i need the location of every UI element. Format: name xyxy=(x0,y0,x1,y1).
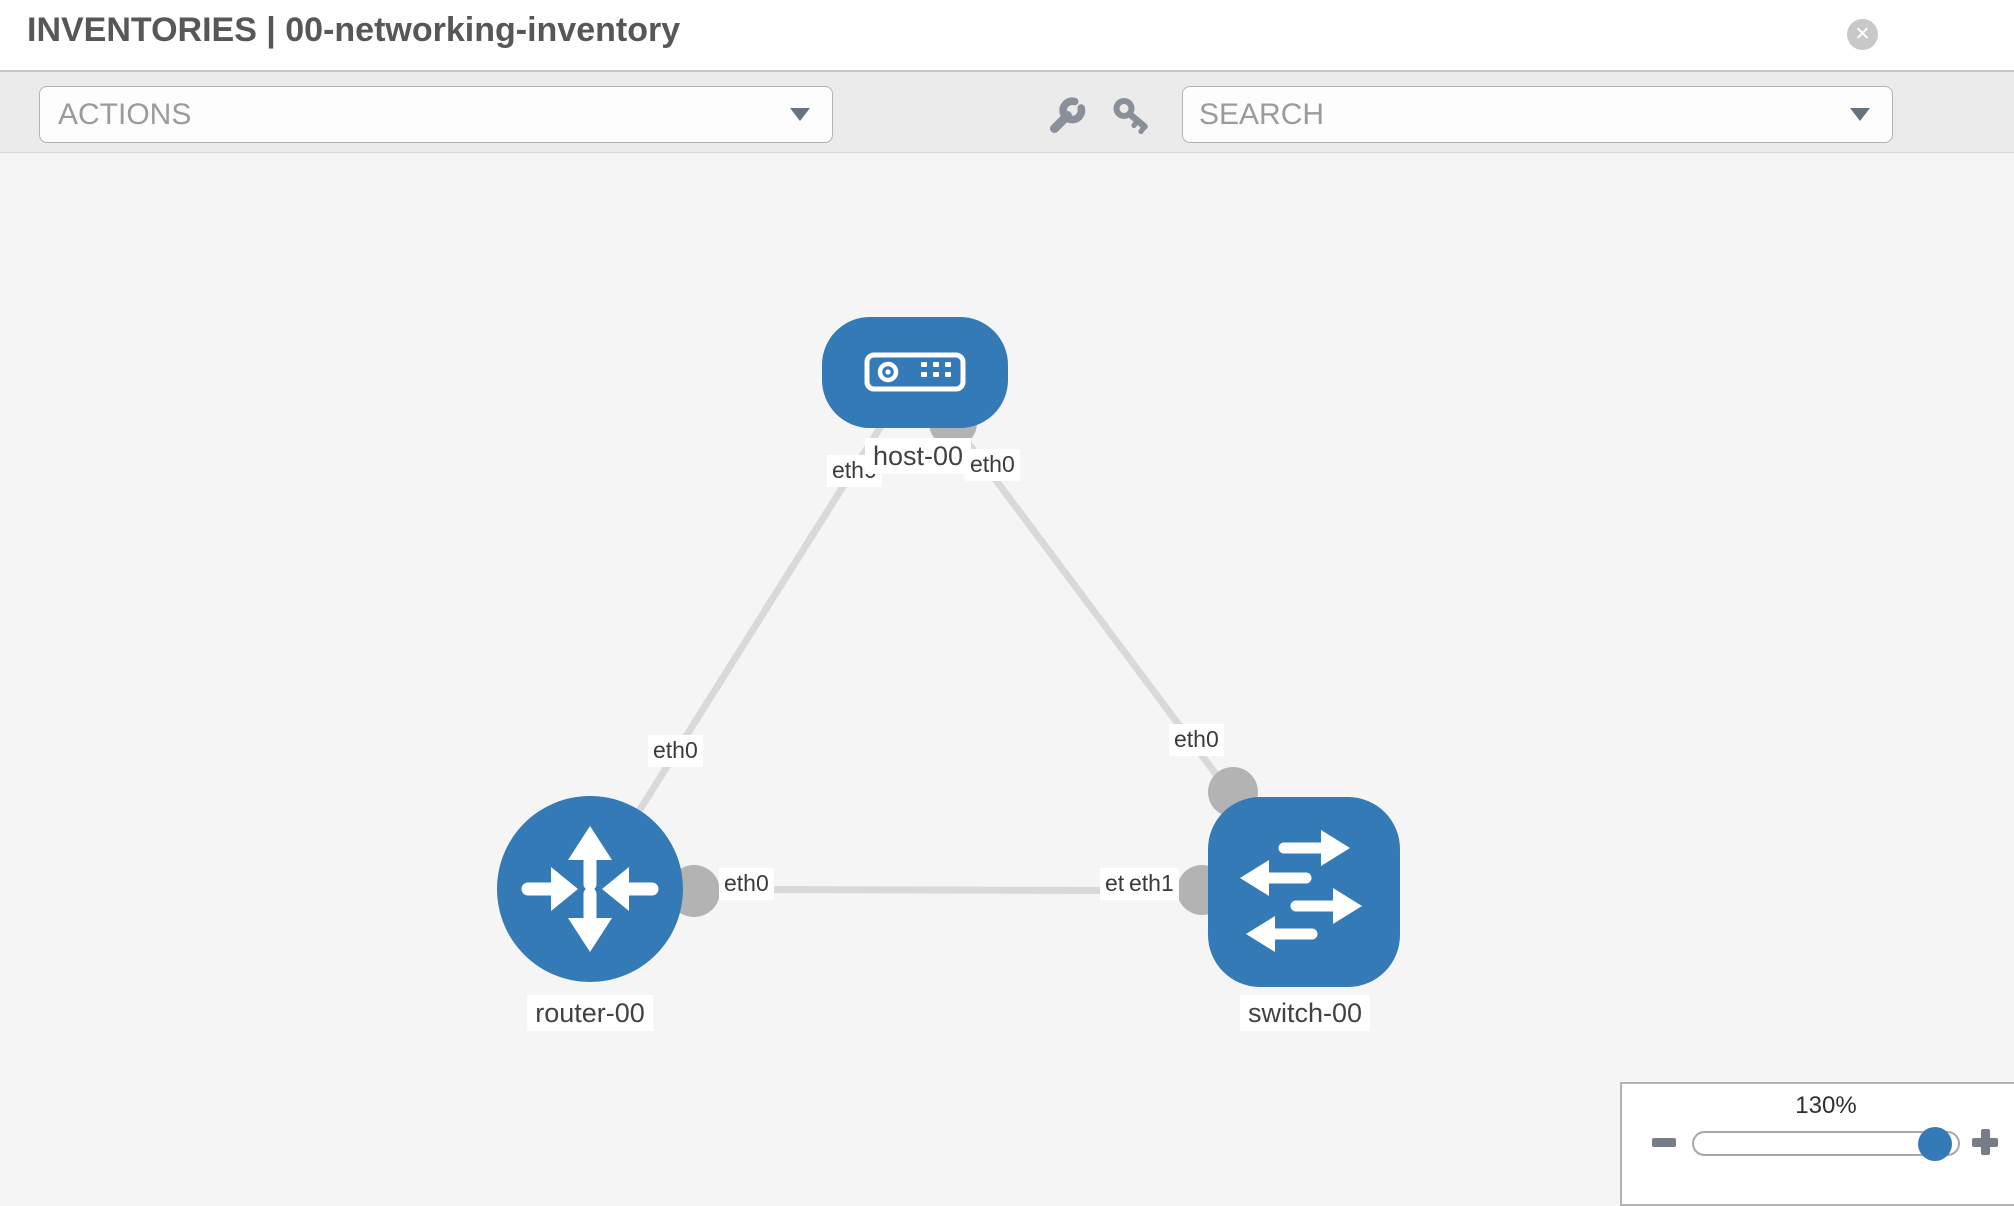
interface-label: eth0 xyxy=(648,735,703,767)
search-input[interactable] xyxy=(1183,86,1850,143)
interface-label: eth0 xyxy=(965,449,1020,481)
plus-icon-bar xyxy=(1981,1129,1990,1155)
router-arrows-icon xyxy=(521,826,659,952)
zoom-in-button plus-icon[interactable] xyxy=(1972,1129,1998,1155)
node-switch-00[interactable] xyxy=(1208,797,1400,987)
node-label-router: router-00 xyxy=(527,995,653,1032)
actions-dropdown[interactable]: ACTIONS xyxy=(39,86,833,143)
node-router-00[interactable] xyxy=(497,796,683,982)
chevron-down-icon xyxy=(1850,108,1870,121)
page-title: INVENTORIES | 00-networking-inventory xyxy=(27,11,681,49)
interface-label: eth1 xyxy=(1124,868,1179,900)
zoom-slider-thumb[interactable] xyxy=(1918,1127,1952,1161)
zoom-level-label: 130% xyxy=(1795,1092,1857,1119)
key-icon xyxy=(1113,98,1148,135)
wrench-icon xyxy=(1050,97,1086,133)
zoom-slider[interactable] xyxy=(1692,1127,1960,1161)
node-label-host: host-00 xyxy=(864,438,972,475)
close-icon: ✕ xyxy=(1854,24,1871,45)
search-dropdown xyxy=(1182,86,1893,143)
credentials-button[interactable] xyxy=(1112,96,1154,138)
close-button[interactable]: ✕ xyxy=(1847,19,1878,50)
node-label-switch: switch-00 xyxy=(1239,995,1371,1032)
configure-button[interactable] xyxy=(1046,96,1088,138)
app-header: INVENTORIES | 00-networking-inventory ✕ xyxy=(0,0,2014,70)
host-server-icon xyxy=(864,352,966,392)
zoom-panel: 130% xyxy=(1620,1082,2014,1206)
zoom-out-button minus-icon[interactable] xyxy=(1652,1138,1676,1147)
toolbar: ACTIONS xyxy=(0,70,2014,153)
node-host-00[interactable] xyxy=(822,317,1008,428)
switch-arrows-icon xyxy=(1240,830,1362,952)
interface-label: eth0 xyxy=(1169,724,1224,756)
actions-dropdown-label: ACTIONS xyxy=(58,97,192,131)
interface-label: eth0 xyxy=(719,868,774,900)
chevron-down-icon xyxy=(790,108,810,121)
